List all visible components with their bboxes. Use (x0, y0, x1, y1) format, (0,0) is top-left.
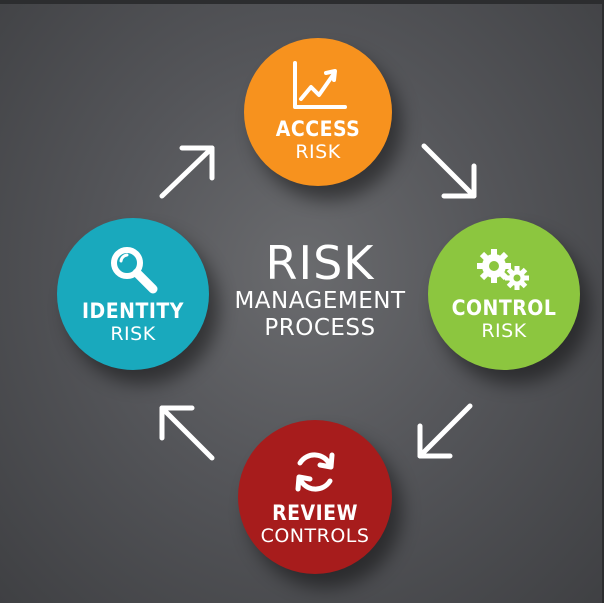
access-risk-circle: ACCESS RISK (244, 38, 392, 186)
control-risk-circle: CONTROL RISK (428, 218, 580, 370)
gears-icon (477, 248, 529, 290)
identity-subtitle: RISK (110, 322, 156, 345)
center-title: RISK MANAGEMENT PROCESS (220, 238, 420, 342)
access-title: ACCESS (275, 116, 361, 141)
center-title-main: RISK (265, 236, 375, 290)
control-title: CONTROL (451, 295, 557, 320)
access-subtitle: RISK (295, 140, 341, 163)
review-controls-circle: REVIEW CONTROLS (238, 420, 392, 574)
center-title-line1: MANAGEMENT (234, 288, 406, 314)
identity-title: IDENTITY (82, 298, 184, 323)
arrow-up-right-icon (159, 145, 215, 199)
center-title-line2: PROCESS (264, 315, 376, 341)
review-subtitle: CONTROLS (260, 524, 370, 547)
refresh-icon (295, 451, 335, 492)
identity-risk-circle: IDENTITY RISK (57, 218, 209, 370)
arrow-down-right-icon (421, 143, 477, 199)
search-icon (111, 246, 158, 293)
control-subtitle: RISK (481, 319, 527, 342)
arrow-down-left-icon (417, 403, 473, 459)
top-border (0, 0, 604, 4)
review-title: REVIEW (272, 500, 358, 525)
right-border (602, 0, 604, 603)
arrow-up-left-icon (159, 405, 215, 461)
chart-icon (293, 60, 347, 109)
